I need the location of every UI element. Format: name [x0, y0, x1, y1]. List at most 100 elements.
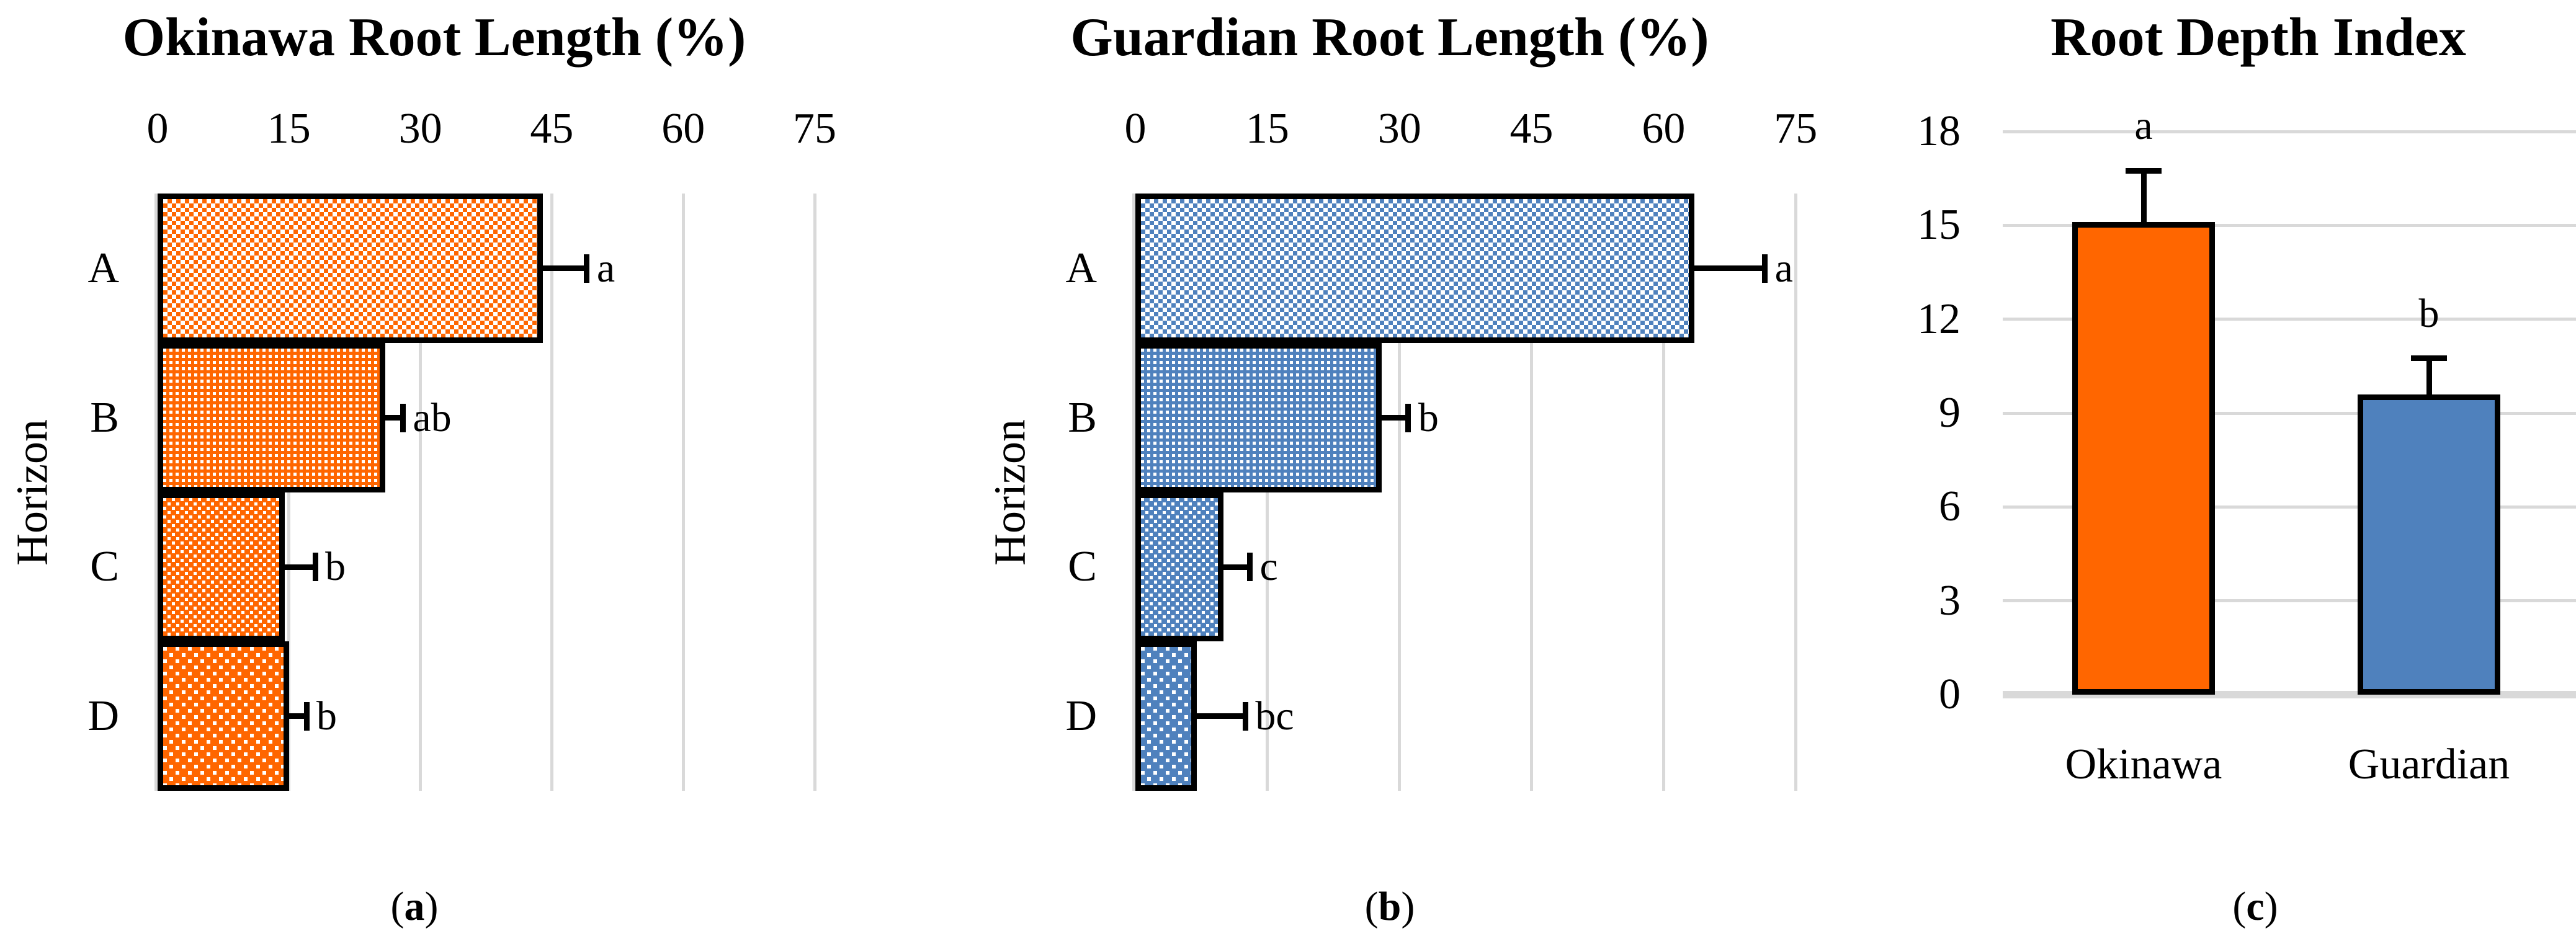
category-label: D: [87, 692, 119, 740]
y-axis-line: [1132, 194, 1135, 791]
y-tick-label: 6: [1939, 483, 1961, 531]
sig-letter: ab: [413, 394, 452, 440]
error-bar-line: [282, 564, 316, 570]
error-bar-cap: [400, 403, 406, 432]
category-label: D: [1065, 692, 1097, 740]
sig-letter: bc: [1255, 693, 1294, 739]
chart-c-title: Root Depth Index: [2051, 7, 2466, 68]
x-tick-label: 0: [1124, 105, 1147, 153]
error-bar-cap: [1405, 403, 1411, 432]
error-bar-line: [2426, 358, 2432, 397]
y-gridline: [2003, 223, 2576, 227]
caption-text: (: [2232, 884, 2247, 929]
caption-c: (c): [2232, 883, 2278, 930]
error-bar-cap: [1762, 254, 1768, 283]
bar-B: [1135, 343, 1382, 492]
sig-letter: b: [2418, 290, 2440, 336]
bar-D: [1135, 641, 1197, 791]
bar-C: [158, 492, 285, 641]
sig-letter: a: [2134, 103, 2153, 149]
bar-A: [158, 194, 543, 343]
sig-letter: c: [1259, 544, 1278, 589]
y-tick-label: 12: [1917, 295, 1961, 343]
chart-b-y-axis-title: Horizon: [985, 419, 1035, 566]
category-label: B: [1068, 393, 1097, 442]
error-bar-line: [1692, 265, 1765, 271]
chart-a-title: Okinawa Root Length (%): [122, 7, 746, 68]
bar-A: [1135, 194, 1695, 343]
y-tick-label: 15: [1917, 201, 1961, 249]
caption-text: ): [1401, 884, 1415, 929]
bar-guardian: [2358, 394, 2500, 695]
y-tick-label: 9: [1939, 389, 1961, 437]
error-bar-cap: [2411, 355, 2447, 362]
error-bar-cap: [1242, 701, 1248, 731]
sig-letter: a: [1774, 245, 1793, 291]
bar-C: [1135, 492, 1223, 641]
error-bar-line: [1194, 713, 1246, 719]
y-gridline: [2003, 505, 2576, 509]
y-gridline: [2003, 318, 2576, 321]
x-tick-label: 30: [398, 105, 442, 153]
y-tick-label: 18: [1917, 107, 1961, 156]
x-tick-label: 75: [1774, 105, 1818, 153]
category-label: B: [90, 393, 119, 442]
y-axis-line: [154, 194, 158, 791]
x-gridline: [419, 194, 423, 791]
x-gridline: [681, 194, 685, 791]
x-gridline: [813, 194, 816, 791]
error-bar-cap: [303, 701, 310, 731]
error-bar-line: [286, 713, 307, 719]
category-label: C: [90, 543, 119, 590]
sig-letter: b: [316, 693, 338, 739]
sig-letter: b: [325, 544, 346, 589]
error-bar-line: [383, 415, 403, 421]
y-tick-label: 3: [1939, 576, 1961, 625]
x-gridline: [1530, 194, 1534, 791]
bar-D: [158, 641, 289, 791]
x-tick-label: 45: [530, 105, 574, 153]
chart-a-y-axis-title: Horizon: [7, 419, 57, 566]
y-tick-label: 0: [1939, 670, 1961, 718]
caption-b: (b): [1365, 883, 1415, 930]
caption-text: c: [2246, 884, 2265, 929]
caption-text: ): [2264, 884, 2278, 929]
caption-a: (a): [391, 883, 439, 930]
x-tick-label: 60: [661, 105, 705, 153]
x-tick-label: 30: [1377, 105, 1421, 153]
error-bar-cap: [2126, 167, 2162, 174]
bar-okinawa: [2072, 222, 2215, 695]
chart-b-title: Guardian Root Length (%): [1070, 7, 1709, 68]
error-bar-line: [1379, 415, 1408, 421]
x-tick-label: 60: [1642, 105, 1686, 153]
caption-text: b: [1378, 884, 1402, 929]
x-gridline: [1661, 194, 1665, 791]
category-label: Guardian: [2348, 741, 2510, 788]
caption-text: a: [404, 884, 425, 929]
error-bar-cap: [1246, 553, 1253, 581]
category-label: Okinawa: [2065, 741, 2222, 788]
x-tick-label: 75: [793, 105, 836, 153]
category-label: C: [1068, 543, 1097, 590]
category-label: A: [87, 244, 119, 292]
category-label: A: [1065, 244, 1097, 292]
sig-letter: b: [1418, 394, 1439, 440]
error-bar-cap: [584, 254, 590, 283]
x-tick-label: 15: [267, 105, 311, 153]
x-gridline: [550, 194, 553, 791]
x-tick-label: 45: [1509, 105, 1554, 153]
x-tick-label: 15: [1245, 105, 1289, 153]
error-bar-line: [1220, 564, 1250, 570]
caption-text: (: [390, 884, 405, 929]
error-bar-cap: [312, 553, 318, 581]
caption-text: ): [424, 884, 439, 929]
sig-letter: a: [596, 245, 615, 291]
y-gridline: [2003, 599, 2576, 603]
x-gridline: [1794, 194, 1797, 791]
x-gridline: [1398, 194, 1402, 791]
x-tick-label: 0: [146, 105, 169, 153]
caption-text: (: [1364, 884, 1379, 929]
y-gridline: [2003, 130, 2576, 133]
error-bar-line: [2140, 171, 2147, 225]
